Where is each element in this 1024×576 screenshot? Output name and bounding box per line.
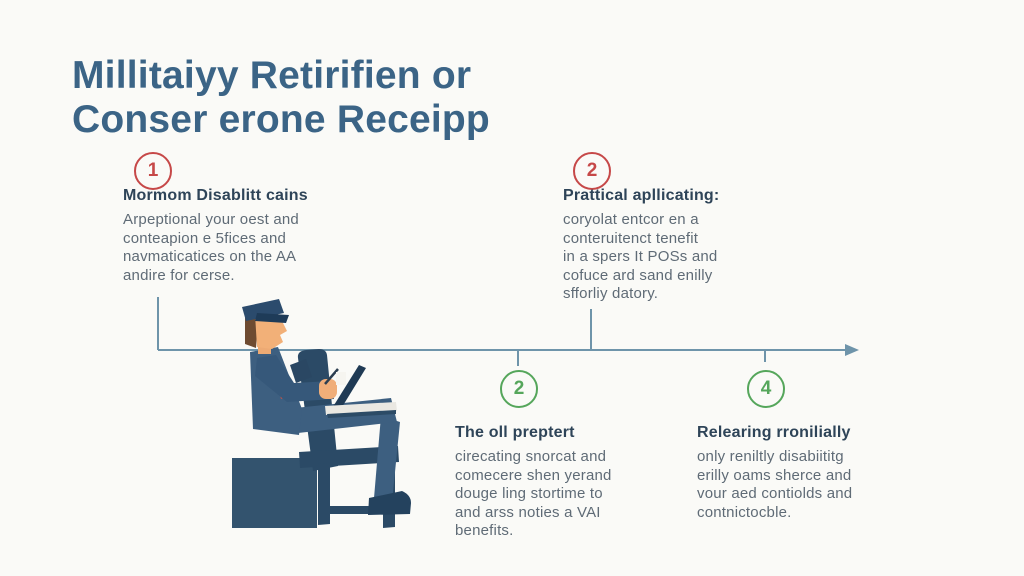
- step-3-number-badge: 2: [500, 370, 538, 408]
- page-title: Millitaiyy Retirifien or Conser erone Re…: [72, 54, 490, 142]
- step-3-number: 2: [513, 378, 525, 399]
- step-1-number-badge: 1: [134, 152, 172, 190]
- step-3-text: The oll preptert cirecating snorcat and …: [455, 424, 640, 541]
- step-2-heading: Prattical apllicating:: [563, 187, 720, 204]
- step-4-text: Relearing rronilially only reniltly disa…: [697, 424, 882, 522]
- step-1-heading: Mormom Disablitt cains: [123, 187, 308, 204]
- step-4-number-badge: 4: [747, 370, 785, 408]
- step-1-body: Arpeptional your oest and conteapion e 5…: [123, 211, 299, 284]
- step-4-number: 4: [760, 378, 772, 399]
- step-2-number-badge: 2: [573, 152, 611, 190]
- step-1-number: 1: [147, 160, 159, 181]
- step-4-body: only reniltly disabiititg erilly oams sh…: [697, 448, 853, 521]
- step-2-number: 2: [586, 160, 598, 181]
- step-3-body: cirecating snorcat and comecere shen yer…: [455, 448, 612, 539]
- step-1-text: Mormom Disablitt cains Arpeptional your …: [123, 187, 323, 285]
- seated-officer-illustration: [232, 299, 411, 528]
- step-4-heading: Relearing rronilially: [697, 424, 851, 441]
- step-3-heading: The oll preptert: [455, 424, 575, 441]
- step-2-text: Prattical apllicating: coryolat entcor e…: [563, 187, 743, 304]
- step-2-body: coryolat entcor en a conteruitenct tenef…: [563, 211, 718, 302]
